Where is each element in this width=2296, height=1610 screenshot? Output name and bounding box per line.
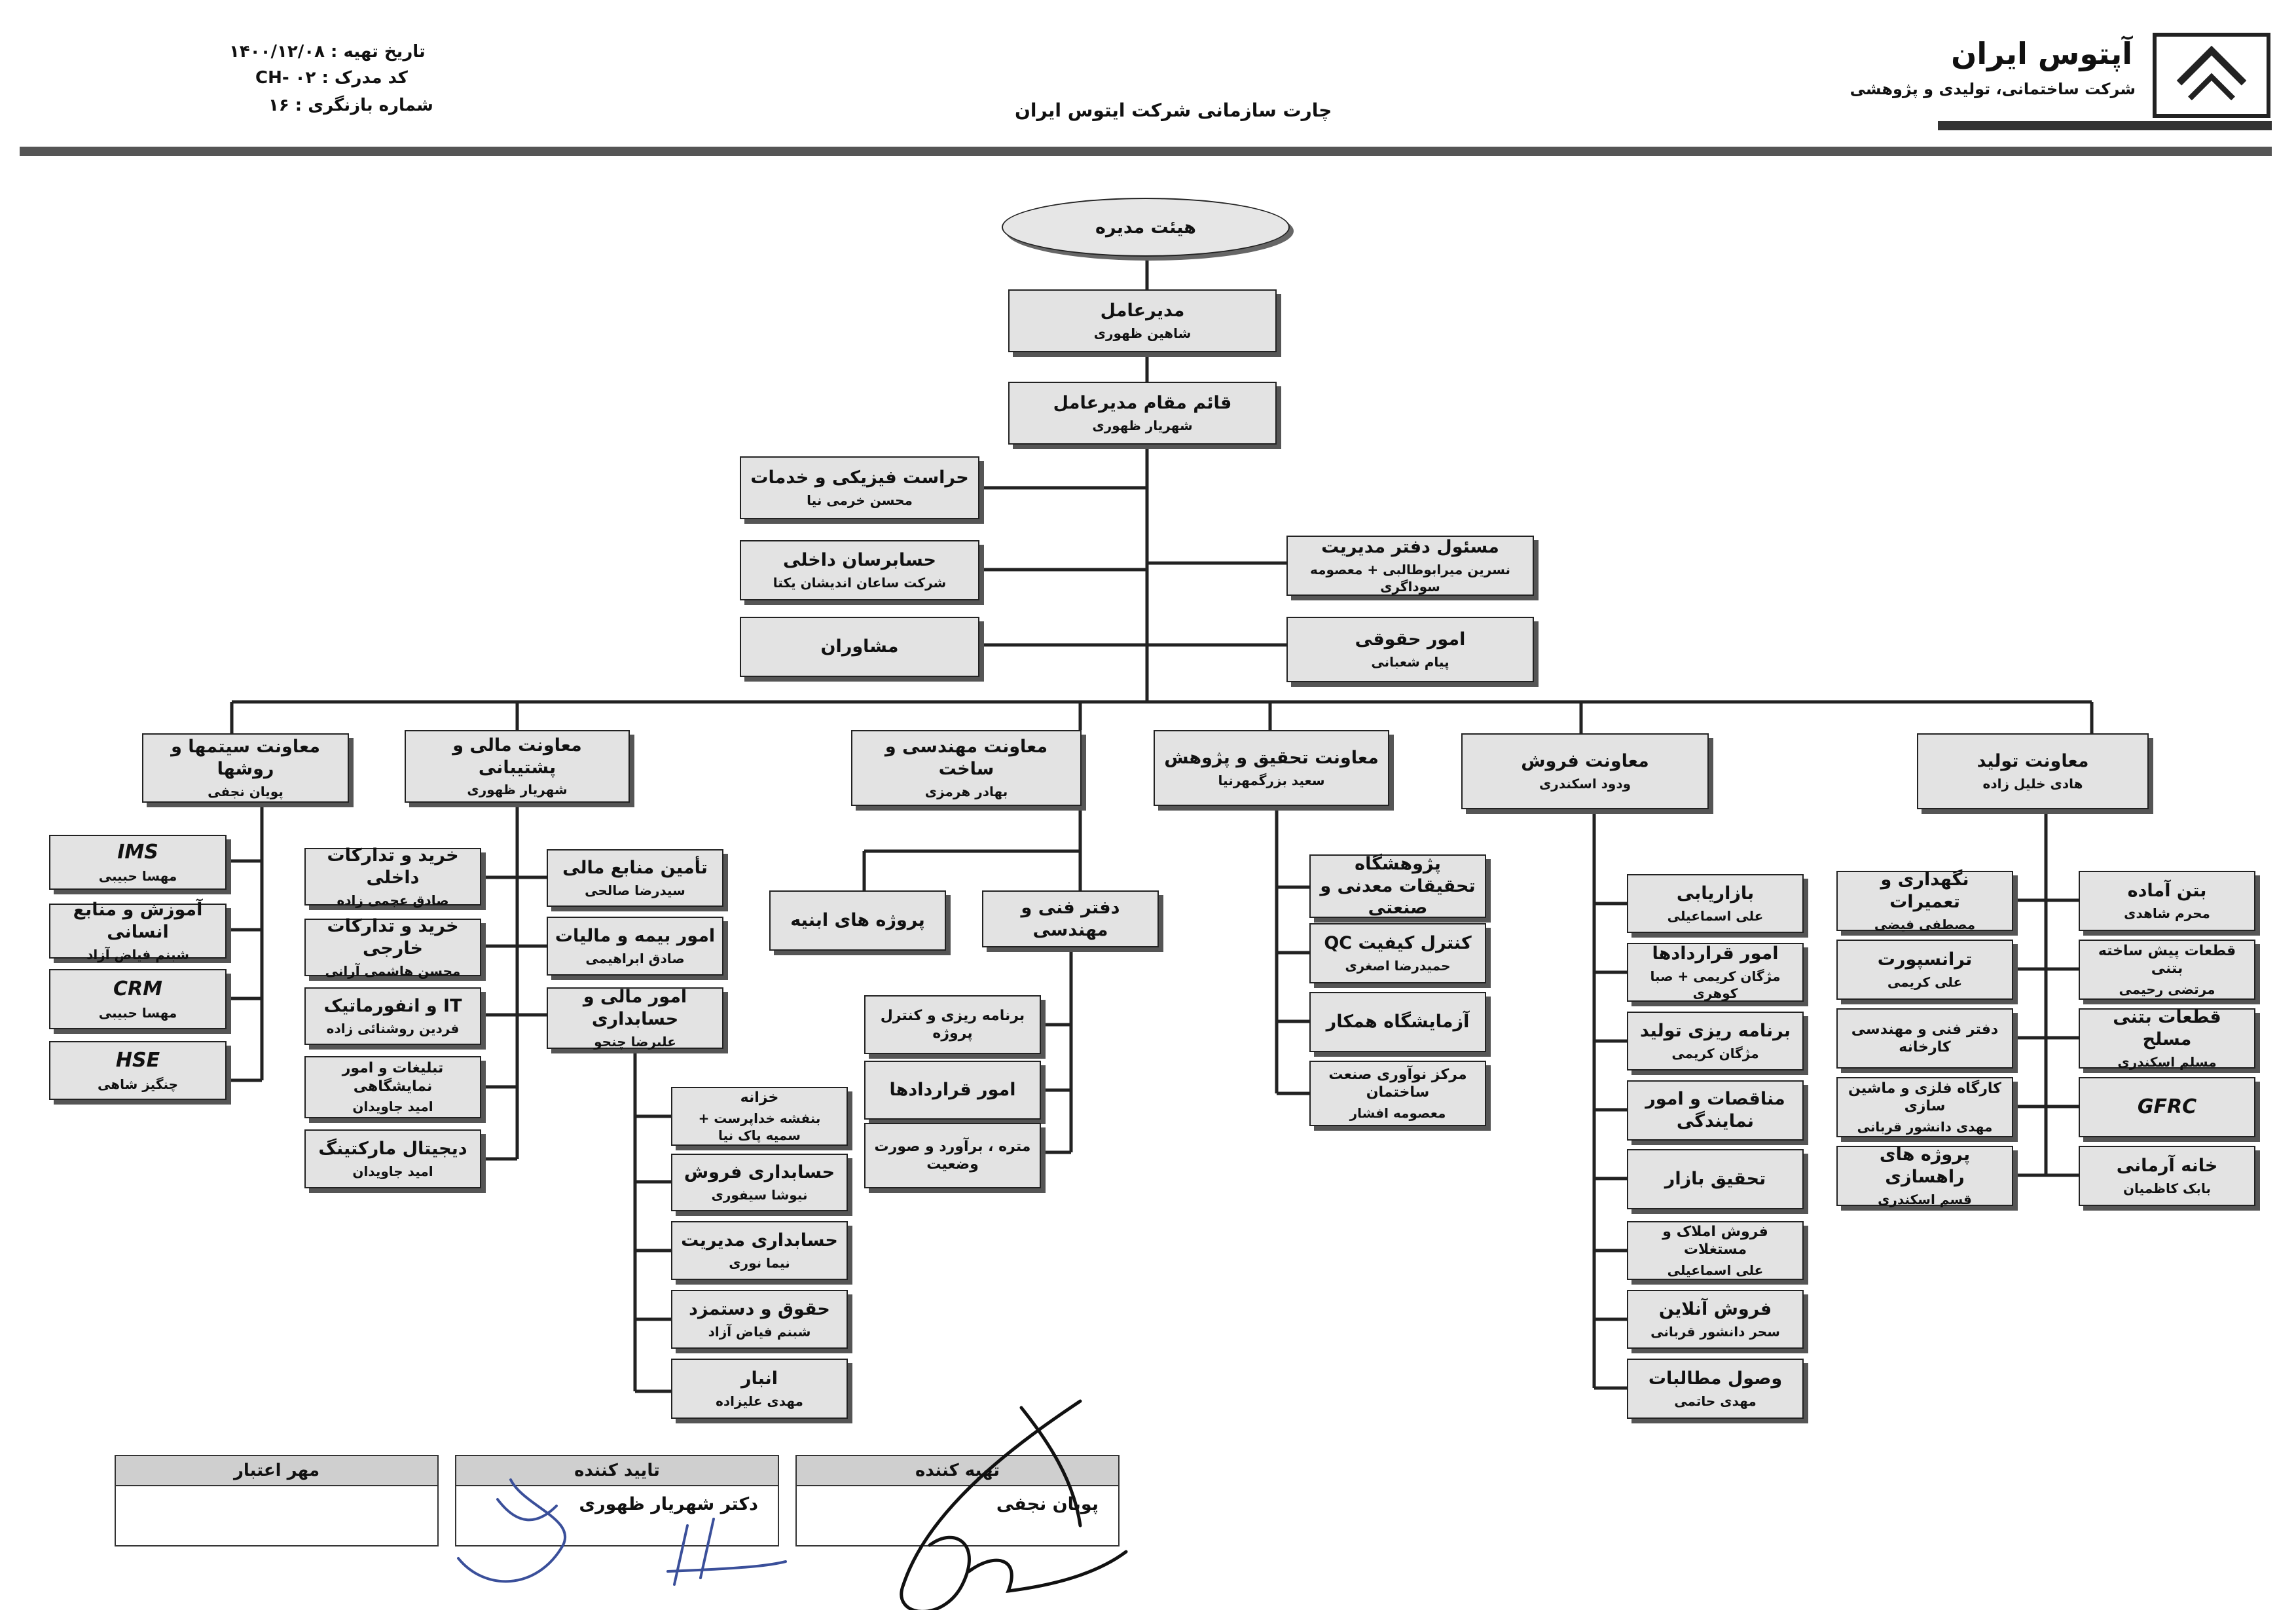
deputy-ceo-title: قائم مقام مدیرعامل <box>1053 393 1232 414</box>
finance-it: IT و انفورماتیک فردین روشنائی زاده <box>304 987 481 1045</box>
board-of-directors: هیئت مدیره <box>1002 198 1290 257</box>
production-ideal-home: خانه آرمانی بابک کاظمیان <box>2079 1146 2255 1206</box>
finance-foreign-procurement: خرید و تدارکات خارجی محسن هاشمی آرانی <box>304 916 481 979</box>
staff-advisors: مشاوران <box>740 617 979 677</box>
staff-internal-auditors: حسابرسان داخلی شرکت ساعان اندیشان یکتا <box>740 540 979 600</box>
sales-contracts: امور قراردادها مژگان کریمی + صبا کوهری <box>1627 943 1804 1002</box>
accounting-warehouse: انبار مهدی علیزاده <box>671 1359 848 1419</box>
accounting-management: حسابداری مدیریت نیما نوری <box>671 1221 848 1280</box>
seal-label: مهر اعتبار <box>116 1456 437 1486</box>
deputy-ceo-box: قائم مقام مدیرعامل شهریار ظهوری <box>1008 382 1277 445</box>
staff-security: حراست فیزیکی و خدمات محسن خرمی نیا <box>740 456 979 519</box>
document-title: چارت سازمانی شرکت ایتوس ایران <box>1015 100 1332 121</box>
engineering-technical-office: دفتر فنی و مهندسی <box>982 890 1159 947</box>
sales-collections: وصول مطالبات مهدی حاتمی <box>1627 1359 1804 1419</box>
deputy-production: معاونت تولید هادی خلیل زاده <box>1917 733 2149 809</box>
approver-label: تایید کننده <box>456 1456 778 1486</box>
sales-online: فروش آنلاین سحر دانشور قربانی <box>1627 1290 1804 1349</box>
accounting-sales: حسابداری فروش نیوشا سیفوری <box>671 1154 848 1211</box>
approver-value: دکتر شهریار ظهوری <box>579 1494 758 1514</box>
research-qc: کنترل کیفیت QC حمیدرضا اصغری <box>1309 923 1486 983</box>
house-logo-icon <box>2176 45 2247 101</box>
accounting-treasury: خزانه بنفشه خداپرست + سمیه پاک نیا <box>671 1087 848 1146</box>
header-accent-bar <box>1938 121 2272 130</box>
production-ready-concrete: بتن آماده محرم شاهدی <box>2079 871 2255 931</box>
research-institute: پژوهشگاه تحقیقات معدنی و صنعتی <box>1309 854 1486 918</box>
systems-ims: IMS مهسا حبیبی <box>49 835 227 890</box>
seal-value <box>116 1486 437 1502</box>
deputy-ceo-name: شهریار ظهوری <box>1092 417 1193 433</box>
engineering-building-projects: پروژه های ابنیه <box>769 890 946 951</box>
ceo-name: شاهین ظهوری <box>1093 325 1192 341</box>
ceo-title: مدیرعامل <box>1100 301 1185 321</box>
finance-insurance-tax: امور بیمه و مالیات صادق ابراهیمی <box>547 917 723 976</box>
date-line: تاریخ تهیه : ۱۴۰۰/۱۲/۰۸ <box>229 42 426 62</box>
deputy-sales: معاونت فروش ودود اسکندری <box>1461 733 1709 809</box>
production-reinforced: قطعات بتنی مسلح مسلم اسکندری <box>2079 1007 2255 1070</box>
deputy-engineering: معاونت مهندسی و ساخت بهادر هرمزی <box>851 730 1082 806</box>
revision-line: شماره بازنگری : ۱۶ <box>268 96 433 115</box>
sales-production-planning: برنامه ریزی تولید مژگان کریمی <box>1627 1012 1804 1070</box>
preparer-cell: تهیه کننده پویان نجفی <box>795 1455 1120 1546</box>
production-road-projects: پروژه های راهسازی قسم اسکندری <box>1836 1144 2013 1207</box>
production-precast: قطعات پیش ساخته بتنی مرتضی رحیمی <box>2079 940 2255 1000</box>
research-innovation-center: مرکز نوآوری صنعت ساختمان معصومه افشار <box>1309 1061 1486 1126</box>
approver-cell: تایید کننده دکتر شهریار ظهوری <box>455 1455 779 1546</box>
sales-tenders: مناقصات و امور نمایندگی <box>1627 1080 1804 1141</box>
engineering-estimates: متره ، برآورد و صورت وضعیت <box>864 1123 1041 1188</box>
production-maintenance: نگهداری و تعمیرات مصطفی فیضی <box>1836 869 2013 932</box>
sales-real-estate: فروش املاک و مستغلات علی اسماعیلی <box>1627 1221 1804 1280</box>
deputy-research: معاونت تحقیق و پژوهش سعید بزرگمهرنیا <box>1154 730 1389 806</box>
ceo-box: مدیرعامل شاهین ظهوری <box>1008 289 1277 352</box>
accounting-payroll: حقوق و دستمزد شبنم فیاض آزاد <box>671 1290 848 1349</box>
finance-domestic-procurement: خرید و تدارکات داخلی صادق عجمی زاده <box>304 845 481 908</box>
company-name: آپتوس ایران <box>1951 36 2132 71</box>
finance-funding: تأمین منابع مالی سیدرضا صالحی <box>547 849 723 907</box>
sales-market-research: تحقیق بازار <box>1627 1149 1804 1209</box>
code-line: کد مدرک : CH- ۰۲ <box>255 68 408 88</box>
company-subtitle: شرکت ساختمانی، تولیدی و پژوهشی <box>1850 80 2136 98</box>
systems-hse: HSE چنگیز شاهی <box>49 1041 227 1100</box>
finance-advertising: تبلیغات و امور نمایشگاهی امید جاویدان <box>304 1056 481 1118</box>
finance-digital-marketing: دیجیتال مارکتینگ امید جاویدان <box>304 1129 481 1188</box>
systems-hr: آموزش و منابع انسانی شبنم فیاض آزاد <box>49 900 227 962</box>
sales-marketing: بازاریابی علی اسماعیلی <box>1627 874 1804 933</box>
production-transport: ترانسپورت علی کریمی <box>1836 940 2013 1000</box>
company-logo <box>2153 33 2270 118</box>
deputy-finance: معاونت مالی و پشتیبانی شهریار ظهوری <box>405 730 630 803</box>
preparer-value: پویان نجفی <box>996 1494 1099 1514</box>
staff-legal: امور حقوقی پیام شعبانی <box>1286 617 1534 682</box>
systems-crm: CRM مهسا حبیبی <box>49 969 227 1029</box>
production-gfrc: GFRC <box>2079 1077 2255 1137</box>
engineering-project-control: برنامه ریزی و کنترل پروژه <box>864 995 1041 1054</box>
finance-accounting: امور مالی و حسابداری علیرضا چنجو <box>547 987 723 1050</box>
engineering-contracts: امور قراردادها <box>864 1061 1041 1120</box>
preparer-label: تهیه کننده <box>797 1456 1118 1486</box>
staff-management-office: مسئول دفتر مدیریت نسرین میرابوطالبی + مع… <box>1286 536 1534 596</box>
production-metal-workshop: کارگاه فلزی و ماشین سازی مهدی دانشور قرب… <box>1836 1077 2013 1137</box>
research-partner-lab: آزمایشگاه همکار <box>1309 992 1486 1052</box>
production-factory-technical-office: دفتر فنی و مهندسی کارخانه <box>1836 1008 2013 1069</box>
header-divider <box>20 147 2272 156</box>
seal-cell: مهر اعتبار <box>115 1455 439 1546</box>
deputy-systems: معاونت سیتمها و روشها پویان نجفی <box>142 733 349 803</box>
